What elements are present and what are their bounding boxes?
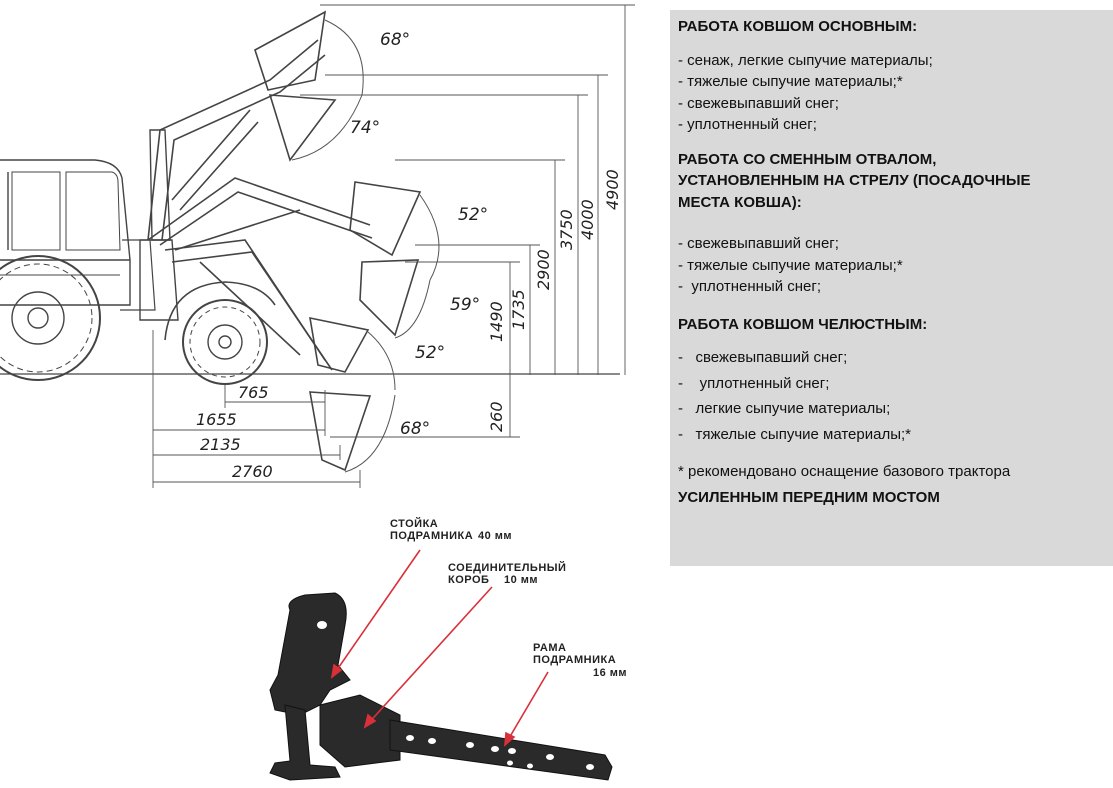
pointer-arrows bbox=[330, 549, 549, 747]
subframe-illustration: СТОЙКА ПОДРАМНИКА 40 мм СОЕДИНИТЕЛЬНЫЙ К… bbox=[269, 517, 627, 781]
loader-geometry-diagram: 68° 74° 52° 59° 52° 68° 765 1655 2135 27… bbox=[0, 4, 635, 488]
dimension-1490: 1490 bbox=[487, 301, 506, 342]
applications-panel: РАБОТА КОВШОМ ОСНОВНЫМ: - сенаж, легкие … bbox=[670, 10, 1113, 566]
list-item: - сенаж, легкие сыпучие материалы; bbox=[678, 51, 933, 69]
front-wheel bbox=[164, 281, 276, 385]
dimension-260: 260 bbox=[487, 401, 506, 432]
list-item: - уплотненный снег; bbox=[678, 374, 830, 392]
dimension-1655: 1655 bbox=[196, 410, 237, 429]
footnote-emphasis: УСИЛЕННЫМ ПЕРЕДНИМ МОСТОМ bbox=[678, 488, 940, 506]
section-blade-list: - свежевыпавший снег; - тяжелые сыпучие … bbox=[678, 233, 1105, 298]
list-item: - свежевыпавший снег; bbox=[678, 235, 839, 252]
box-label-line1: СОЕДИНИТЕЛЬНЫЙ bbox=[448, 561, 566, 574]
section-main-bucket-list: - сенаж, легкие сыпучие материалы; - тяж… bbox=[678, 50, 1105, 136]
angle-label-middle-top: 52° bbox=[458, 205, 488, 225]
bucket-rotation-arcs bbox=[291, 19, 440, 473]
connection-box bbox=[319, 694, 401, 768]
angle-label-raised-top: 68° bbox=[380, 30, 410, 50]
section-main-bucket-title: РАБОТА КОВШОМ ОСНОВНЫМ: bbox=[678, 18, 918, 35]
stand-label-line2: ПОДРАМНИКА bbox=[390, 530, 473, 542]
boom-middle bbox=[147, 177, 422, 337]
subframe-stand-base bbox=[269, 704, 341, 781]
tractor-cab bbox=[0, 159, 156, 311]
section-blade-title-line3: МЕСТА КОВША): bbox=[678, 193, 802, 211]
list-item: - свежевыпавший снег; bbox=[678, 94, 839, 112]
section-jaw-bucket-title: РАБОТА КОВШОМ ЧЕЛЮСТНЫМ: bbox=[678, 315, 928, 333]
dimension-3750: 3750 bbox=[557, 209, 576, 250]
subframe-stand bbox=[269, 592, 351, 716]
vertical-dimension-lines bbox=[300, 4, 635, 438]
list-item: - тяжелые сыпучие материалы;* bbox=[678, 256, 903, 274]
list-item: - тяжелые сыпучие материалы;* bbox=[678, 73, 903, 90]
box-thickness: 10 мм bbox=[504, 574, 538, 586]
rail-thickness: 16 мм bbox=[593, 667, 627, 679]
stand-label-line1: СТОЙКА bbox=[390, 517, 438, 530]
boom-lowered bbox=[164, 239, 372, 472]
footnote: * рекомендовано оснащение базового тракт… bbox=[678, 463, 1011, 480]
dimension-765: 765 bbox=[238, 383, 269, 402]
box-label-line2: КОРОБ bbox=[448, 574, 489, 586]
section-blade-title: РАБОТА СО СМЕННЫМ ОТВАЛОМ, УСТАНОВЛЕННЫМ… bbox=[678, 149, 1105, 214]
rear-wheel bbox=[0, 255, 101, 381]
rail-label-line2: ПОДРАМНИКА bbox=[533, 654, 616, 666]
angle-label-raised-bottom: 74° bbox=[350, 118, 380, 138]
section-blade-title-line1: РАБОТА СО СМЕННЫМ ОТВАЛОМ, bbox=[678, 150, 937, 168]
angle-label-middle-bottom: 59° bbox=[450, 295, 480, 315]
stand-thickness: 40 мм bbox=[478, 530, 512, 542]
list-item: - свежевыпавший снег; bbox=[678, 349, 848, 366]
dimension-1735: 1735 bbox=[509, 289, 528, 330]
dimension-2900: 2900 bbox=[534, 249, 553, 290]
angle-label-lowered-top: 52° bbox=[415, 343, 445, 363]
boom-raised bbox=[147, 10, 337, 241]
section-jaw-bucket-list: - свежевыпавший снег; - уплотненный снег… bbox=[678, 345, 1105, 447]
dimension-4900: 4900 bbox=[603, 169, 622, 210]
angle-label-lowered-bottom: 68° bbox=[400, 419, 430, 439]
dimension-2760: 2760 bbox=[232, 462, 273, 481]
dimension-4000: 4000 bbox=[578, 199, 597, 240]
list-item: - уплотненный снег; bbox=[678, 116, 817, 133]
list-item: - уплотненный снег; bbox=[678, 278, 822, 295]
rail-label-line1: РАМА bbox=[533, 642, 566, 654]
list-item: - легкие сыпучие материалы; bbox=[678, 400, 891, 417]
section-blade-title-line2: УСТАНОВЛЕННЫМ НА СТРЕЛУ (ПОСАДОЧНЫЕ bbox=[678, 172, 1031, 189]
list-item: - тяжелые сыпучие материалы;* bbox=[678, 425, 911, 443]
dimension-2135: 2135 bbox=[200, 435, 241, 454]
horizontal-dimension-lines bbox=[152, 330, 361, 488]
subframe-holes bbox=[317, 621, 594, 770]
subframe-rail bbox=[389, 719, 613, 781]
